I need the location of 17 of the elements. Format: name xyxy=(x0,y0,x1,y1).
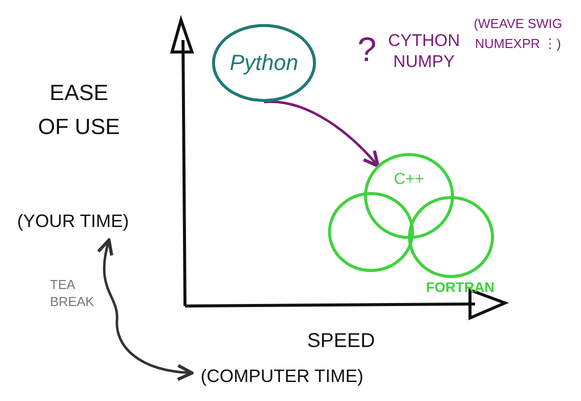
circle xyxy=(364,153,454,239)
question-mark: ? xyxy=(356,30,378,70)
circle xyxy=(328,192,414,272)
axis-label: EASE OF USE xyxy=(37,79,121,141)
axis-label: (COMPUTER TIME) xyxy=(200,366,364,386)
node-caption: FORTRAN xyxy=(426,279,494,295)
circle xyxy=(408,196,494,278)
axis-label: (YOUR TIME) xyxy=(17,210,129,232)
arrow xyxy=(97,238,194,380)
node-label: C++ xyxy=(394,171,424,189)
note-text: CYTHON NUMPY xyxy=(387,30,461,72)
edge-label: TEA BREAK xyxy=(50,276,96,310)
arrow xyxy=(264,100,380,168)
axis-label: SPEED xyxy=(306,329,376,354)
note-text: (WEAVE SWIG NUMEXPR ⋮) xyxy=(472,15,564,53)
node-label: Python xyxy=(230,50,298,76)
circle xyxy=(212,24,316,102)
